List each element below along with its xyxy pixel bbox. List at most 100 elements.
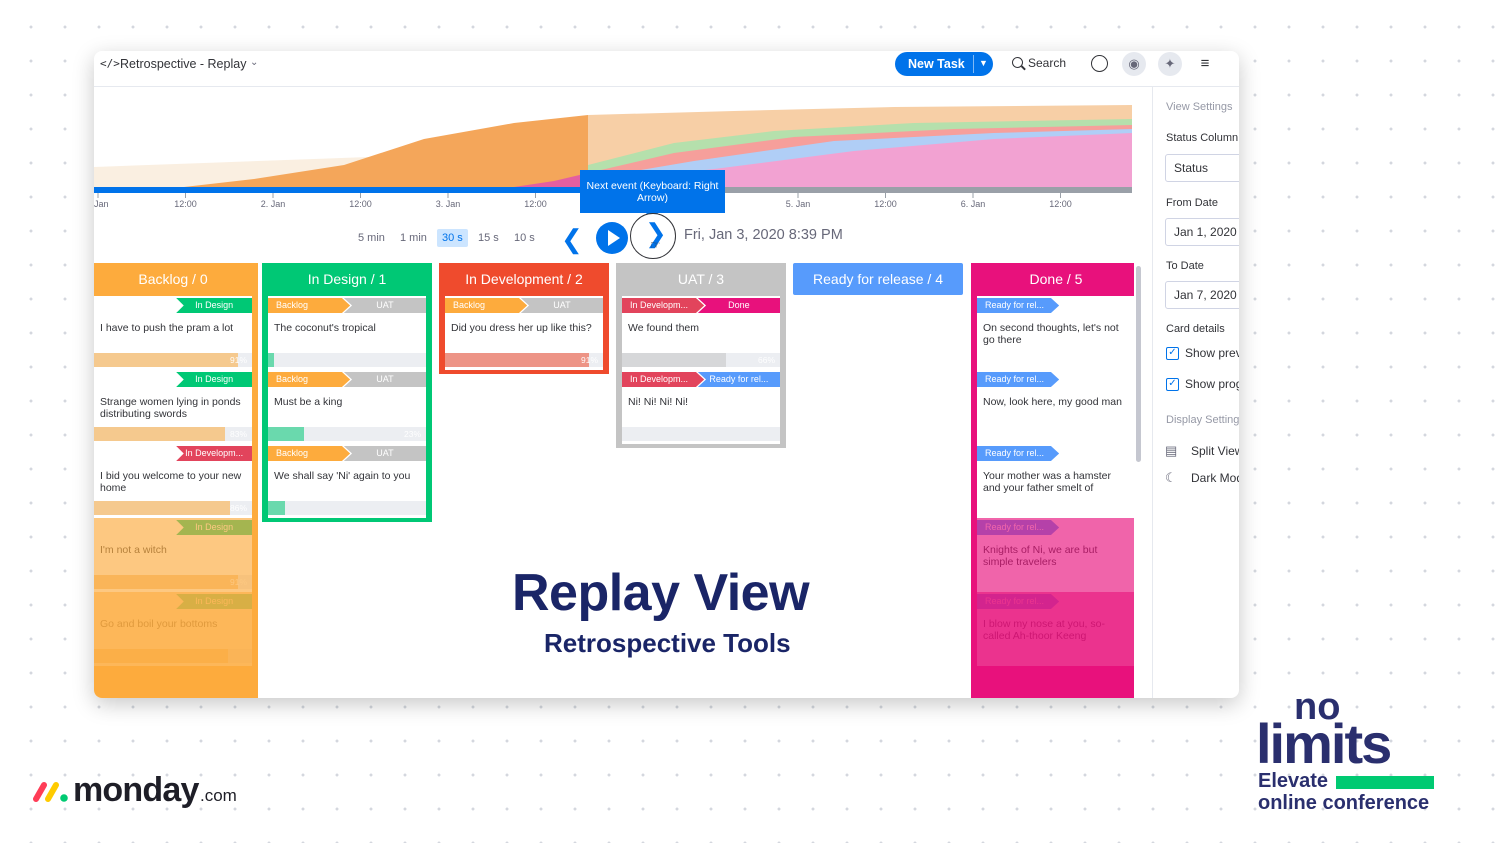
status-transition: In Design [94, 594, 252, 609]
speed-option[interactable]: 1 min [400, 232, 427, 244]
board-title[interactable]: Retrospective - Replay [120, 57, 247, 71]
overlay-title: Replay View [512, 564, 810, 622]
speed-option[interactable]: 15 s [478, 232, 499, 244]
task-card[interactable]: In Design Go and boil your bottoms [94, 592, 252, 666]
column-header-ready-for-release[interactable]: Ready for release / 4 [793, 263, 963, 295]
progress-label: 91% [580, 355, 598, 365]
timeline-tick-label: 3. Jan [436, 199, 461, 209]
task-card[interactable]: In Developm...Ready for rel... Ni! Ni! Ni… [622, 370, 780, 444]
to-status-tag: UAT [343, 372, 426, 387]
next-event-tooltip: Next event (Keyboard: Right Arrow) [580, 170, 725, 219]
card-title: On second thoughts, let's not go there [983, 322, 1119, 346]
speed-option[interactable]: 5 min [358, 232, 385, 244]
from-status-tag: Backlog [268, 446, 351, 461]
column-header[interactable]: In Design / 1 [262, 263, 432, 296]
task-card[interactable]: In Developm...I bid you welcome to your … [94, 444, 252, 518]
timeline-tick-label: 6. Jan [961, 199, 986, 209]
previous-event-button[interactable]: ❮ [561, 224, 583, 254]
card-title: Go and boil your bottoms [100, 618, 218, 630]
from-status-tag: Ready for rel... [977, 446, 1060, 461]
card-title: Must be a king [274, 396, 343, 408]
card-title: We shall say 'Ni' again to you [274, 470, 411, 482]
status-transition: Ready for rel... [977, 594, 1134, 609]
speed-option[interactable]: 10 s [514, 232, 535, 244]
to-status-tag: Ready for rel... [697, 372, 780, 387]
filter-button[interactable]: ≡ [1193, 52, 1217, 76]
column-header[interactable]: UAT / 3 [616, 263, 786, 296]
timeline-tick-label: 12:00 [349, 199, 372, 209]
settings-panel: View Settings Status Column Status From … [1152, 87, 1239, 698]
new-task-button[interactable]: New Task ▼ [895, 52, 993, 76]
moon-icon: ☾ [1165, 470, 1177, 485]
progress-label: 91% [229, 577, 247, 587]
show-progress-label: Show prog [1185, 377, 1239, 391]
to-date-label: To Date [1166, 260, 1204, 272]
column-header[interactable]: In Development / 2 [439, 263, 609, 296]
overlay-subtitle: Retrospective Tools [544, 628, 791, 658]
hide-button[interactable]: ◉ [1122, 52, 1146, 76]
timeline-tick-label: 12:00 [1049, 199, 1072, 209]
task-card[interactable]: Ready for rel...I blow my nose at you, s… [977, 592, 1134, 666]
filter-icon: ≡ [1200, 55, 1210, 72]
board-scrollbar[interactable] [1136, 266, 1141, 462]
show-preview-checkbox[interactable]: ✓ [1166, 347, 1179, 360]
next-event-button[interactable]: ❯ ☞ [630, 213, 676, 259]
from-date-input[interactable]: Jan 1, 2020 [1165, 218, 1239, 246]
task-card[interactable]: Ready for rel...Knights of Ni, we are bu… [977, 518, 1134, 592]
status-column-select[interactable]: Status [1165, 154, 1239, 182]
status-column-label: Status Column [1166, 132, 1239, 144]
pin-button[interactable]: ✦ [1158, 52, 1182, 76]
card-title: I have to push the pram a lot [100, 322, 234, 334]
from-status-tag: In Developm... [622, 372, 705, 387]
from-status-tag: Backlog [268, 372, 351, 387]
timeline-tick-label: 2. Jan [261, 199, 286, 209]
task-card[interactable]: Ready for rel...On second thoughts, let'… [977, 296, 1134, 370]
progress-fill [94, 649, 229, 663]
split-view-option[interactable]: Split View [1191, 444, 1239, 458]
progress-fill [622, 353, 727, 367]
speed-option-selected[interactable]: 30 s [437, 229, 468, 247]
task-card[interactable]: Ready for rel...Your mother was a hamste… [977, 444, 1134, 518]
card-title: Ni! Ni! Ni! Ni! [628, 396, 689, 408]
board-column: Backlog / 0 In Design I have to push the p… [94, 263, 258, 698]
search-button[interactable]: Search [1012, 56, 1066, 70]
timeline-tick-label: 12:00 [524, 199, 547, 209]
progress-bar: 91% [94, 353, 252, 367]
no-limits-limits: limits [1256, 712, 1392, 775]
new-task-dropdown-icon[interactable]: ▼ [979, 58, 988, 68]
card-title: We found them [628, 322, 700, 334]
status-transition: In Design [94, 372, 252, 387]
new-task-label: New Task [908, 57, 965, 71]
to-status-tag: In Developm... [176, 446, 252, 461]
to-status-tag: Done [697, 298, 780, 313]
dark-mode-option[interactable]: Dark Mod [1191, 471, 1239, 485]
task-card[interactable]: Ready for rel...Now, look here, my good … [977, 370, 1134, 444]
column-header[interactable]: Done / 5 [971, 263, 1134, 296]
column-header[interactable]: Backlog / 0 [94, 263, 258, 296]
status-transition: Ready for rel... [977, 520, 1134, 535]
timeline-future-track [588, 187, 1132, 193]
chevron-down-icon[interactable]: ⌄ [250, 57, 259, 68]
top-bar: </> Retrospective - Replay ⌄ New Task ▼ … [94, 51, 1239, 87]
to-date-input[interactable]: Jan 7, 2020 [1165, 281, 1239, 309]
play-button[interactable] [596, 222, 628, 254]
column-body: In Design I have to push the pram a lot 91… [94, 296, 258, 698]
from-status-tag: Ready for rel... [977, 372, 1060, 387]
show-progress-checkbox[interactable]: ✓ [1166, 378, 1179, 391]
progress-fill [268, 501, 286, 515]
person-filter-button[interactable] [1087, 52, 1111, 76]
